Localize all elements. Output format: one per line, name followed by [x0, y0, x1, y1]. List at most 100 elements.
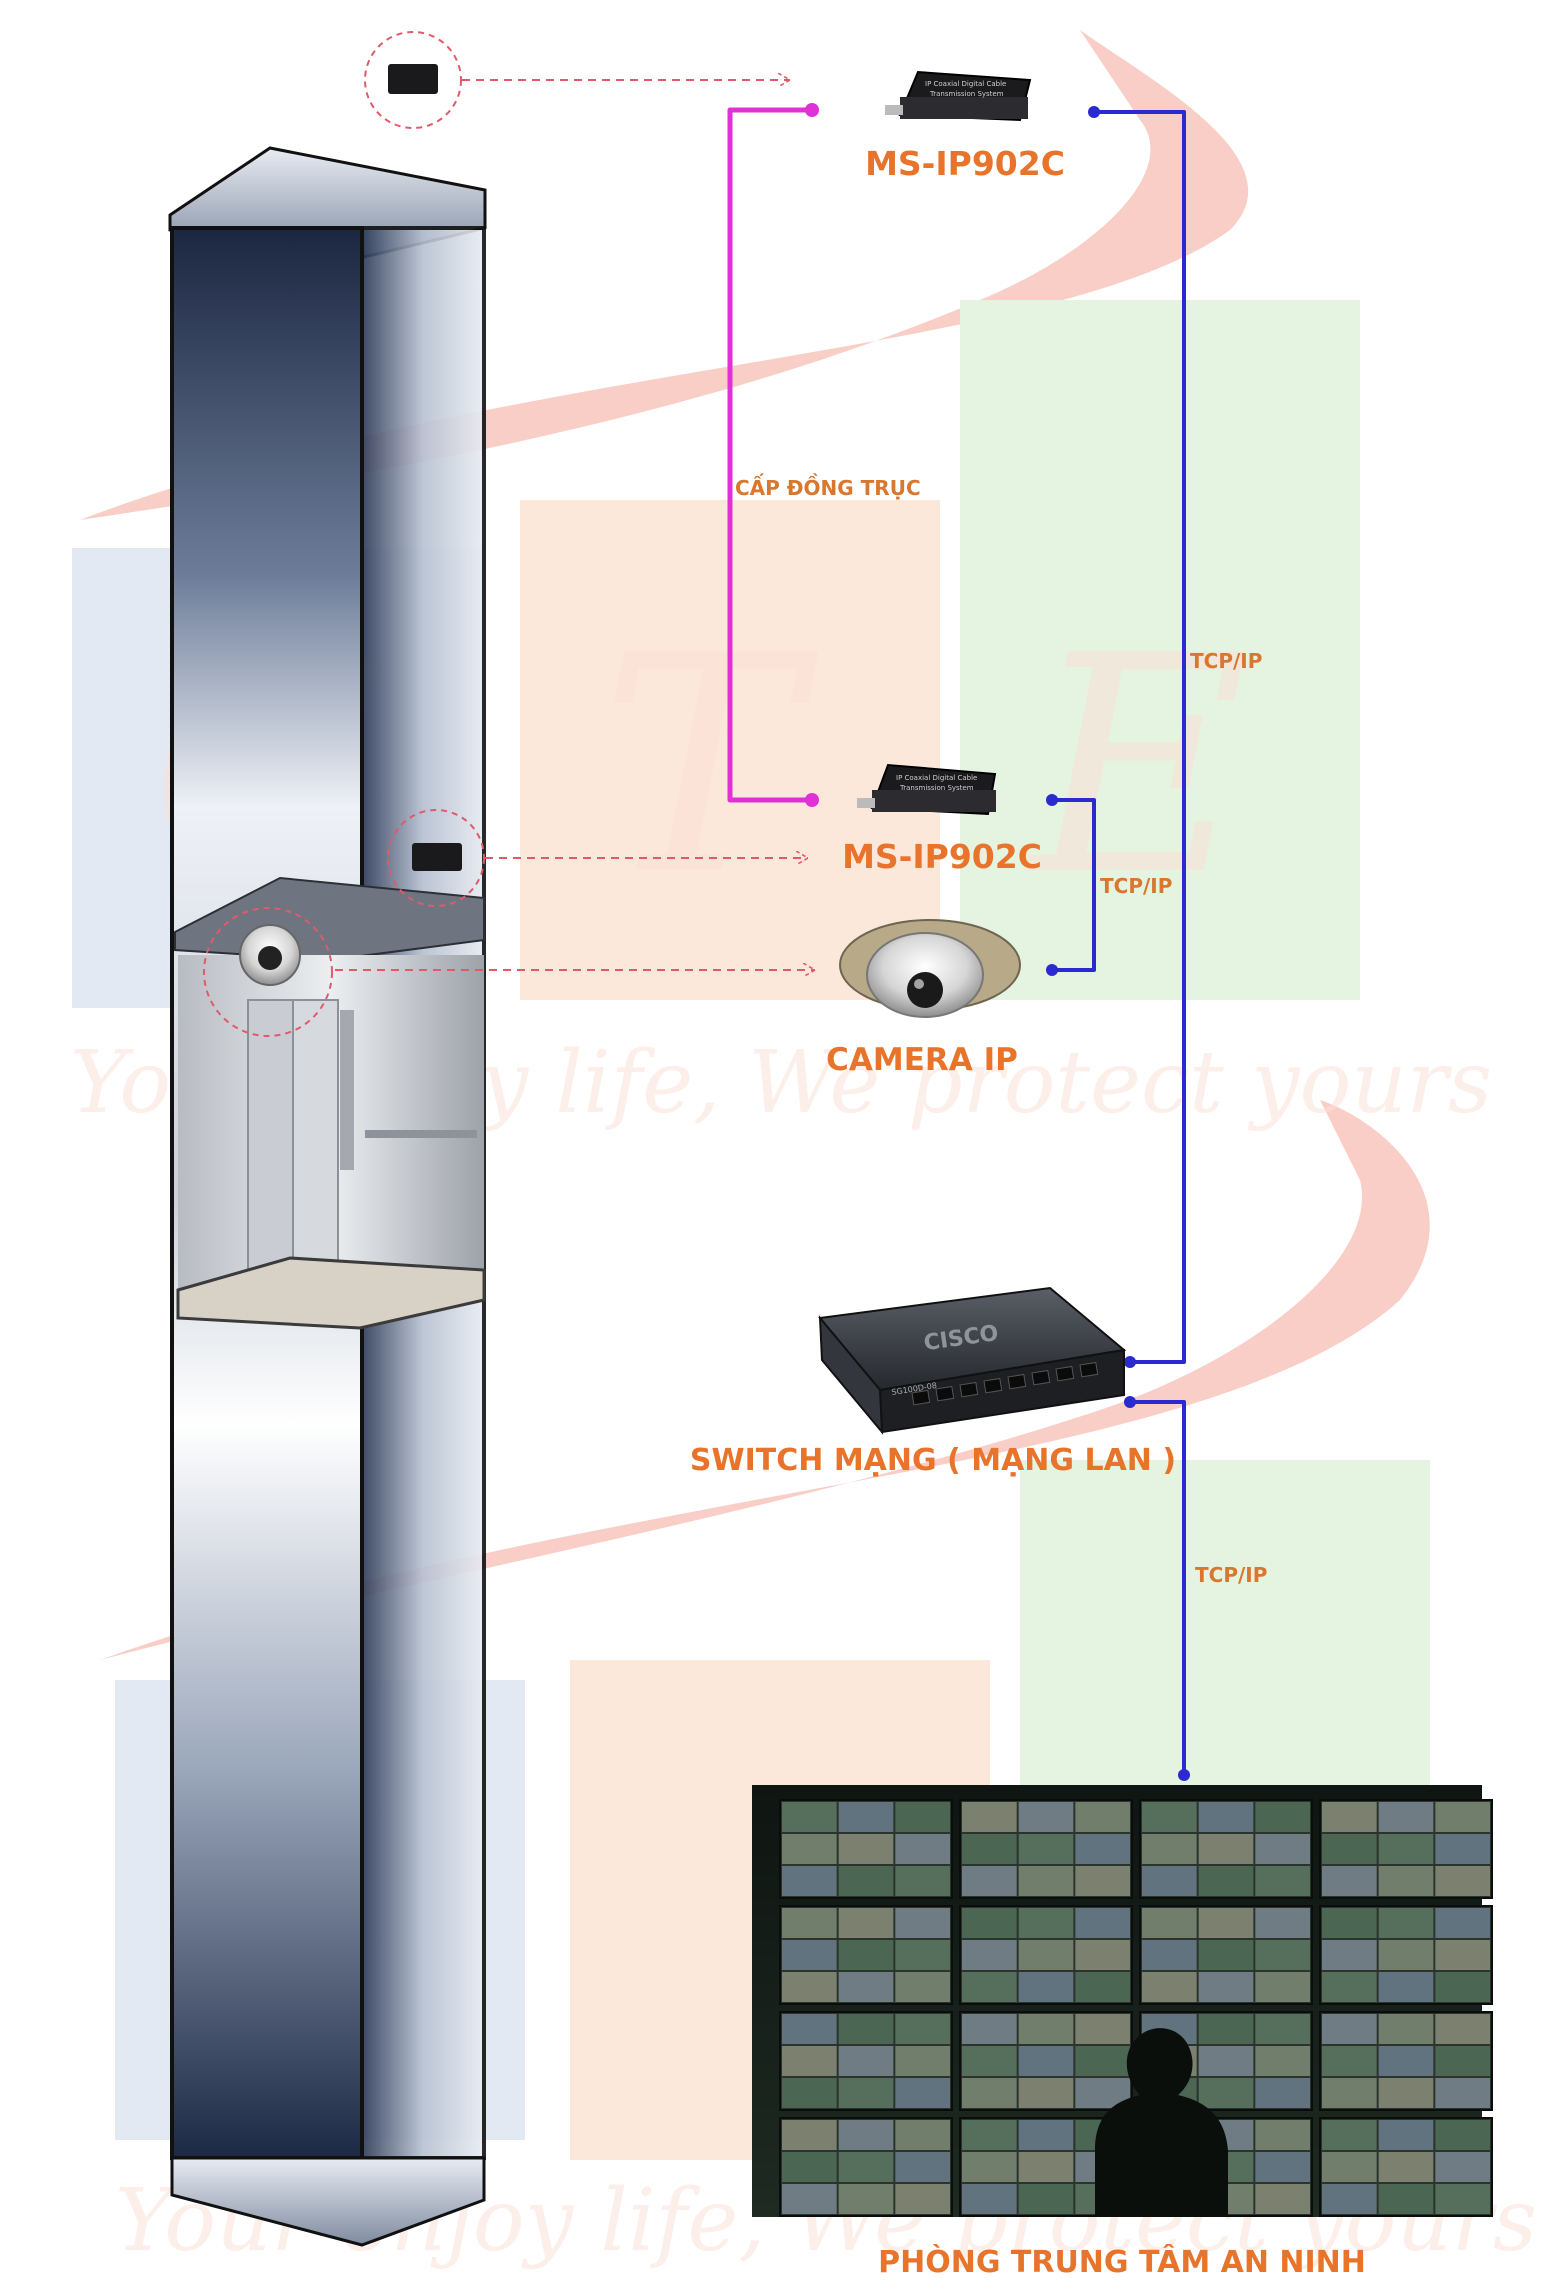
- camera-feed-tile: [1018, 2014, 1074, 2044]
- connection-lines: [727, 103, 1190, 1781]
- camera-feed-tile: [1255, 2184, 1310, 2214]
- camera-feed-tile: [1142, 1972, 1197, 2002]
- monitor-wall: [779, 1799, 1493, 2217]
- camera-feed-tile: [895, 2046, 950, 2076]
- cab-transmitter-thumb: [412, 843, 462, 871]
- camera-feed-tile: [1435, 1940, 1490, 1970]
- camera-feed-tile: [1018, 1908, 1074, 1938]
- camera-feed-tile: [1075, 1908, 1130, 1938]
- tcp-node-room: [1178, 1769, 1190, 1781]
- camera-feed-tile: [1018, 2152, 1074, 2182]
- top-transmitter-panel-line2: Transmission System: [929, 90, 1004, 98]
- camera-feed-tile: [838, 1834, 894, 1864]
- camera-feed-tile: [782, 1802, 837, 1832]
- tcp-label-mid: TCP/IP: [1100, 874, 1172, 898]
- tcp-mid-link: [1052, 798, 1096, 972]
- camera-feed-tile: [1255, 2152, 1310, 2182]
- camera-feed-tile: [1322, 2014, 1377, 2044]
- camera-feed-tile: [1075, 1802, 1130, 1832]
- watermark-block-green-top: [960, 300, 1360, 1000]
- mid-transmitter-device: IP Coaxial Digital Cable Transmission Sy…: [842, 763, 1042, 876]
- camera-feed-tile: [838, 2184, 894, 2214]
- camera-feed-tile: [1075, 2046, 1130, 2076]
- camera-feed-tile: [782, 2184, 837, 2214]
- camera-feed-tile: [1378, 2046, 1434, 2076]
- camera-feed-tile: [1378, 1940, 1434, 1970]
- camera-feed-tile: [1322, 1908, 1377, 1938]
- camera-feed-tile: [1018, 1834, 1074, 1864]
- top-transmitter-label: MS-IP902C: [865, 144, 1065, 183]
- camera-feed-tile: [1322, 1940, 1377, 1970]
- cab-door-right: [292, 999, 339, 1281]
- camera-feed-tile: [1255, 2014, 1310, 2044]
- switch-device: CISCO SG100D-08 SWITCH MẠNG ( MẠNG LAN ): [690, 1286, 1176, 1478]
- camera-feed-tile: [1018, 1802, 1074, 1832]
- camera-feed-tile: [838, 2046, 894, 2076]
- camera-feed-tile: [895, 1908, 950, 1938]
- camera-feed-tile: [1255, 2046, 1310, 2076]
- camera-feed-tile: [1322, 1972, 1377, 2002]
- camera-feed-tile: [1255, 1940, 1310, 1970]
- camera-feed-tile: [1378, 2014, 1434, 2044]
- camera-feed-tile: [895, 1972, 950, 2002]
- tcp-node-switch-in: [1124, 1356, 1136, 1368]
- watermark-letter-t-top: T: [600, 592, 820, 941]
- top-transmitter-device: IP Coaxial Digital Cable Transmission Sy…: [865, 70, 1065, 183]
- monitor-screen: [1139, 1905, 1313, 2005]
- tcp-switch-to-room: [1130, 1400, 1186, 1775]
- camera-feed-tile: [1018, 1972, 1074, 2002]
- camera-feed-tile: [1198, 1908, 1254, 1938]
- monitor-screen: [1319, 2117, 1493, 2217]
- camera-feed-tile: [1322, 1834, 1377, 1864]
- top-transmitter-face: [900, 97, 1028, 119]
- camera-feed-tile: [782, 1834, 837, 1864]
- cab-dome-lens: [258, 946, 282, 970]
- tcp-top-to-switch: [1094, 110, 1186, 1364]
- camera-feed-tile: [1322, 2152, 1377, 2182]
- monitor-screen: [1319, 1799, 1493, 1899]
- coax-cable-line: [727, 107, 812, 803]
- camera-lens: [907, 972, 943, 1008]
- camera-feed-tile: [895, 2152, 950, 2182]
- coax-node-bottom: [805, 793, 819, 807]
- camera-feed-tile: [782, 2152, 837, 2182]
- camera-feed-tile: [1435, 2014, 1490, 2044]
- camera-feed-tile: [1198, 2046, 1254, 2076]
- camera-feed-tile: [782, 2078, 837, 2108]
- camera-feed-tile: [1198, 1940, 1254, 1970]
- camera-feed-tile: [1435, 2078, 1490, 2108]
- camera-feed-tile: [1142, 1866, 1197, 1896]
- camera-feed-tile: [838, 2014, 894, 2044]
- camera-feed-tile: [962, 2046, 1017, 2076]
- coax-node-top: [805, 103, 819, 117]
- camera-feed-tile: [1018, 1940, 1074, 1970]
- monitor-screen: [1319, 2011, 1493, 2111]
- camera-feed-tile: [1378, 2184, 1434, 2214]
- camera-feed-tile: [1255, 1866, 1310, 1896]
- camera-feed-tile: [895, 2014, 950, 2044]
- cab-transmitter-highlight-circle: [387, 809, 485, 907]
- camera-feed-tile: [1322, 2046, 1377, 2076]
- cab-door-left: [247, 999, 294, 1281]
- tcp-label-bottom: TCP/IP: [1195, 1563, 1267, 1587]
- camera-feed-tile: [962, 2078, 1017, 2108]
- camera-feed-tile: [838, 1940, 894, 1970]
- camera-device: CAMERA IP: [826, 919, 1021, 1078]
- monitor-screen: [1139, 1799, 1313, 1899]
- camera-feed-tile: [1198, 1866, 1254, 1896]
- camera-feed-tile: [1255, 2120, 1310, 2150]
- mid-transmitter-label: MS-IP902C: [842, 837, 1042, 876]
- camera-feed-tile: [1255, 2078, 1310, 2108]
- tcp-label-right: TCP/IP: [1190, 649, 1262, 673]
- top-transmitter-highlight-circle: [364, 31, 462, 129]
- camera-feed-tile: [1075, 1866, 1130, 1896]
- cab-handrail: [365, 1130, 477, 1138]
- camera-feed-tile: [1435, 1908, 1490, 1938]
- camera-feed-tile: [962, 2152, 1017, 2182]
- camera-feed-tile: [895, 2078, 950, 2108]
- camera-feed-tile: [1075, 1940, 1130, 1970]
- camera-feed-tile: [838, 2120, 894, 2150]
- camera-feed-tile: [838, 1866, 894, 1896]
- camera-feed-tile: [962, 1802, 1017, 1832]
